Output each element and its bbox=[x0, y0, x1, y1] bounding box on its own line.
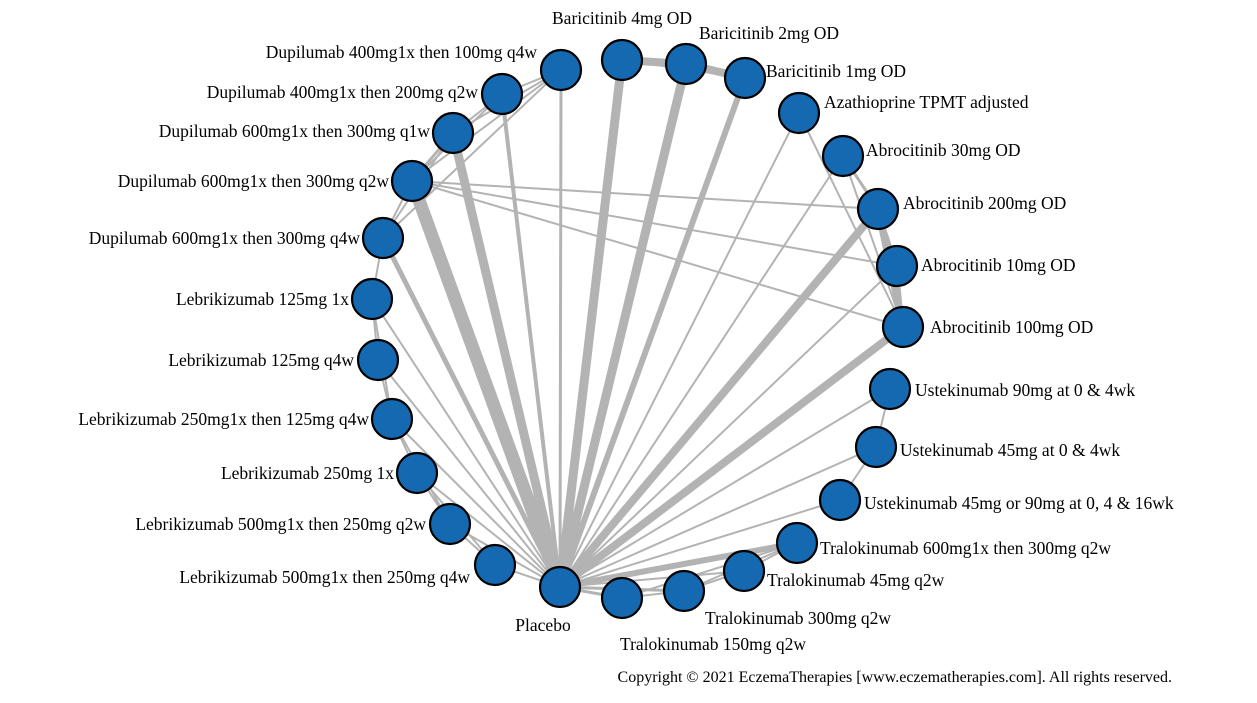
network-edge bbox=[559, 265, 898, 588]
network-edge bbox=[411, 180, 898, 267]
nodes-layer bbox=[350, 38, 925, 620]
network-edge bbox=[411, 180, 879, 210]
network-node-dupi_400_100_q4w[interactable] bbox=[539, 48, 583, 92]
network-node-lebri_250_1x[interactable] bbox=[395, 451, 439, 495]
network-edge bbox=[558, 69, 563, 588]
network-edge bbox=[405, 178, 567, 590]
network-edge bbox=[377, 359, 561, 588]
network-edge bbox=[555, 59, 627, 588]
network-edge bbox=[371, 298, 561, 588]
network-edge bbox=[559, 388, 891, 588]
edges-layer bbox=[371, 56, 907, 600]
network-node-bari_1mg[interactable] bbox=[723, 56, 767, 100]
network-edge bbox=[559, 540, 798, 590]
network-edge bbox=[559, 499, 841, 588]
network-edge bbox=[559, 570, 745, 588]
network-node-lebri_125_q4w[interactable] bbox=[356, 338, 400, 382]
network-node-uste_45_90_0_4_16[interactable] bbox=[818, 478, 862, 522]
network-edge bbox=[391, 418, 561, 588]
network-edge bbox=[555, 62, 691, 589]
network-edge bbox=[557, 76, 748, 589]
network-edge bbox=[798, 112, 904, 328]
network-node-tralo_600_300_q2w[interactable] bbox=[775, 521, 819, 565]
network-node-dupi_600_300_q2w[interactable] bbox=[390, 159, 434, 203]
network-node-dupi_400_200_q2w[interactable] bbox=[480, 72, 524, 116]
network-edge bbox=[411, 180, 904, 328]
network-node-tralo_300_q2w[interactable] bbox=[662, 569, 706, 613]
network-edge bbox=[559, 155, 844, 588]
network-node-bari_2mg[interactable] bbox=[664, 42, 708, 86]
network-node-placebo[interactable] bbox=[538, 565, 582, 609]
network-edge bbox=[559, 446, 877, 588]
network-edge bbox=[842, 155, 904, 328]
network-node-lebri_250_125_q4w[interactable] bbox=[370, 397, 414, 441]
network-edge bbox=[559, 112, 800, 588]
network-node-bari_4mg[interactable] bbox=[600, 38, 644, 82]
network-node-tralo_45_q2w[interactable] bbox=[722, 549, 766, 593]
network-node-uste_45_0_4wk[interactable] bbox=[854, 425, 898, 469]
network-node-lebri_500_250_q2w[interactable] bbox=[428, 502, 472, 546]
network-node-azathioprine[interactable] bbox=[777, 91, 821, 135]
network-edge bbox=[556, 206, 882, 590]
copyright-notice: Copyright © 2021 EczemaTherapies [www.ec… bbox=[617, 669, 1172, 686]
network-node-lebri_125_1x[interactable] bbox=[350, 277, 394, 321]
network-node-dupi_600_300_q1w[interactable] bbox=[431, 111, 475, 155]
network-node-abro_200[interactable] bbox=[856, 187, 900, 231]
network-edge bbox=[380, 236, 563, 589]
network-node-abro_100[interactable] bbox=[881, 305, 925, 349]
network-edge bbox=[416, 472, 561, 588]
network-edge bbox=[557, 323, 906, 591]
network-node-lebri_500_250_q4w[interactable] bbox=[473, 543, 517, 587]
network-edge bbox=[621, 542, 798, 599]
network-edge bbox=[500, 93, 562, 588]
network-node-abro_30[interactable] bbox=[821, 134, 865, 178]
network-edge bbox=[448, 131, 565, 589]
network-node-uste_90_0_4wk[interactable] bbox=[868, 367, 912, 411]
network-edge bbox=[382, 69, 562, 239]
network-node-dupi_600_300_q4w[interactable] bbox=[361, 216, 405, 260]
network-node-tralo_150_q2w[interactable] bbox=[600, 576, 644, 620]
network-edge bbox=[411, 69, 562, 182]
network-node-abro_10[interactable] bbox=[875, 244, 919, 288]
